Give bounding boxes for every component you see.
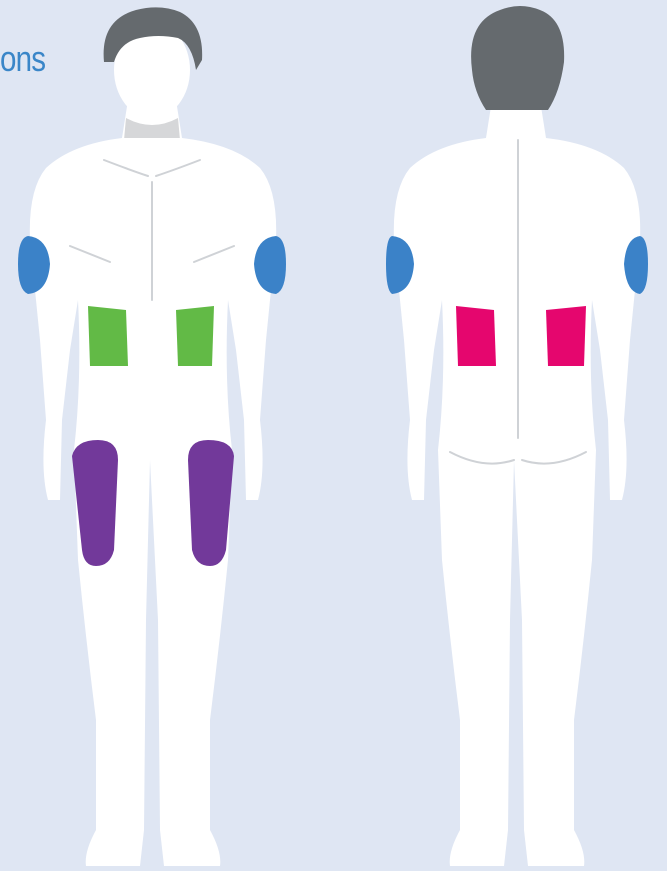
back-lower-back-zone-left xyxy=(456,306,496,366)
back-hair xyxy=(471,6,564,110)
back-lower-back-zone-right xyxy=(546,306,586,366)
back-body-silhouette xyxy=(394,22,640,866)
